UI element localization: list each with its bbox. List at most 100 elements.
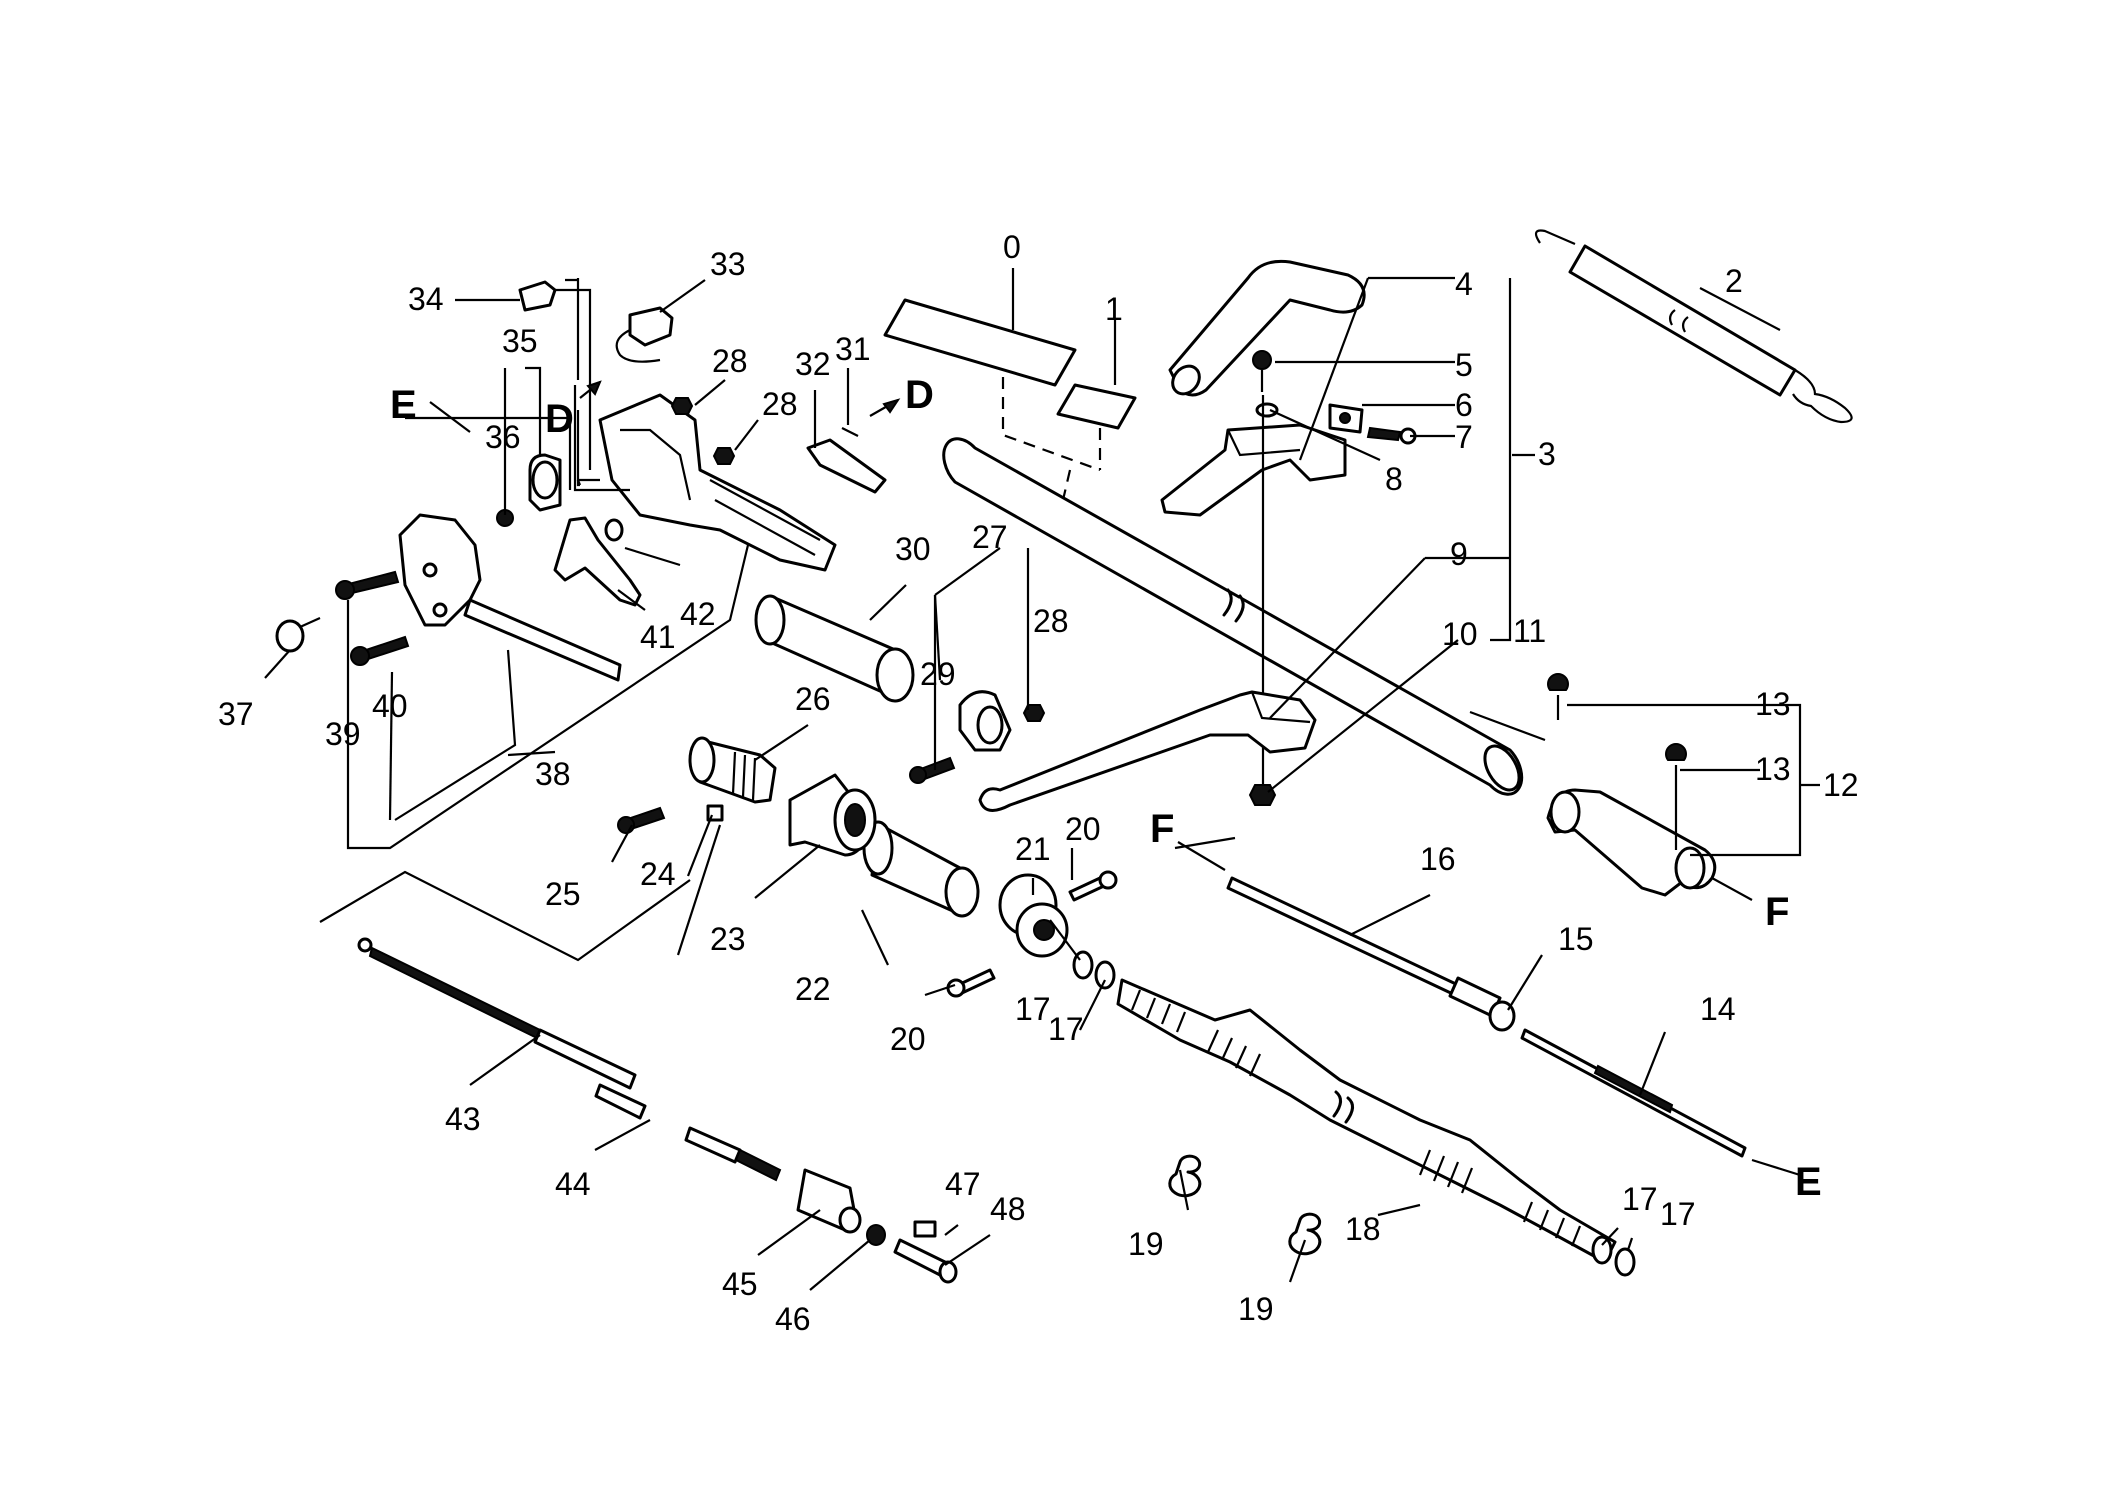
- part-47-clip: [913, 1220, 937, 1238]
- label-0: 0: [1003, 229, 1021, 265]
- label-36: 36: [485, 419, 521, 455]
- part-23-clamp: [788, 773, 877, 857]
- label-13a: 13: [1755, 686, 1791, 722]
- label-17a: 17: [1015, 991, 1051, 1027]
- part-39-screw: [335, 570, 400, 600]
- part-1-small-label: [1056, 383, 1137, 430]
- label-31: 31: [835, 331, 871, 367]
- label-41: 41: [640, 619, 676, 655]
- label-23: 23: [710, 921, 746, 957]
- label-38: 38: [535, 756, 571, 792]
- label-33: 33: [710, 246, 746, 282]
- part-6-clamp-plate: [1328, 403, 1364, 434]
- part-8-washer: [1255, 402, 1279, 418]
- label-14: 14: [1700, 991, 1736, 1027]
- handle-upper-bracket: [1160, 423, 1347, 517]
- label-48: 48: [990, 1191, 1026, 1227]
- part-38-housing-half: [398, 513, 622, 682]
- label-30: 30: [895, 531, 931, 567]
- label-20a: 20: [1065, 811, 1101, 847]
- part-36-clip: [528, 453, 562, 512]
- label-35: 35: [502, 323, 538, 359]
- label-42: 42: [680, 596, 716, 632]
- part-number-labels: 0 1 2 3 4 5 6 7 8 9 10 11 12 13 13 14 15…: [218, 229, 1859, 1337]
- part-48-pin: [893, 1238, 958, 1284]
- part-14-flex-shaft: [1520, 1028, 1747, 1158]
- part-7-bolt: [1366, 426, 1417, 445]
- part-28-nut-a: [670, 397, 694, 415]
- part-31-spring-pin: [841, 427, 859, 437]
- ref-E-left: E: [390, 383, 417, 427]
- part-29-bolt: [909, 756, 956, 784]
- part-40-screw: [350, 635, 410, 666]
- label-17d: 17: [1660, 1196, 1696, 1232]
- part-20-screw-b: [946, 968, 996, 998]
- label-17c: 17: [1622, 1181, 1658, 1217]
- part-26-threaded-sleeve: [688, 736, 777, 804]
- part-44-cable-outer: [594, 1083, 782, 1182]
- label-12: 12: [1823, 767, 1859, 803]
- label-11: 11: [1513, 613, 1546, 649]
- ref-F-top: F: [1150, 807, 1174, 851]
- label-44: 44: [555, 1166, 591, 1202]
- label-placement-dashes: [1001, 377, 1102, 501]
- part-46-nut: [866, 1224, 886, 1246]
- label-28a: 28: [712, 343, 748, 379]
- label-32: 32: [795, 346, 831, 382]
- part-18-boot-assembly: [1116, 978, 1617, 1264]
- label-45: 45: [722, 1266, 758, 1302]
- label-28c: 28: [1033, 603, 1069, 639]
- part-20-screw-a: [1068, 870, 1118, 902]
- ref-D-right: D: [905, 373, 934, 417]
- label-21: 21: [1015, 831, 1051, 867]
- label-3: 3: [1538, 436, 1556, 472]
- part-42-spring: [604, 518, 624, 542]
- part-37-cap: [275, 619, 305, 653]
- part-11-drive-tube: [942, 437, 1524, 796]
- ref-F-right: F: [1765, 890, 1789, 934]
- part-2-spring-assembly: [1534, 229, 1853, 424]
- throttle-housing: [598, 393, 837, 572]
- label-7: 7: [1455, 419, 1473, 455]
- label-16: 16: [1420, 841, 1456, 877]
- part-21-collar: [998, 873, 1069, 958]
- label-26: 26: [795, 681, 831, 717]
- label-5: 5: [1455, 347, 1473, 383]
- part-13-screw-b: [1665, 743, 1687, 850]
- label-47: 47: [945, 1166, 981, 1202]
- part-12-clamp-bracket: [1546, 788, 1717, 897]
- label-34: 34: [408, 281, 444, 317]
- label-6: 6: [1455, 387, 1473, 423]
- label-4: 4: [1455, 266, 1473, 302]
- label-1: 1: [1105, 291, 1123, 327]
- label-2: 2: [1725, 263, 1743, 299]
- label-13b: 13: [1755, 751, 1791, 787]
- leader-lines: [264, 268, 1820, 1291]
- part-34-connector: [518, 280, 557, 312]
- label-27: 27: [972, 519, 1008, 555]
- part-28-nut-b: [712, 447, 736, 465]
- ref-arrows: [579, 380, 1226, 871]
- part-30-sleeve: [754, 594, 915, 703]
- label-18: 18: [1345, 1211, 1381, 1247]
- part-45-cable-end: [796, 1168, 862, 1234]
- label-28b: 28: [762, 386, 798, 422]
- ref-E-right: E: [1795, 1160, 1822, 1204]
- label-22: 22: [795, 971, 831, 1007]
- label-10: 10: [1442, 616, 1478, 652]
- part-13-screw-a: [1547, 673, 1569, 720]
- label-25: 25: [545, 876, 581, 912]
- part-4-handle-grip: [1168, 259, 1366, 397]
- ref-D-left: D: [545, 397, 574, 441]
- label-8: 8: [1385, 461, 1403, 497]
- label-19b: 19: [1238, 1291, 1274, 1327]
- part-16-drive-shaft: [1226, 876, 1502, 1018]
- part-19-hose-clips: [1168, 1154, 1322, 1256]
- label-29: 29: [920, 656, 956, 692]
- label-15: 15: [1558, 921, 1594, 957]
- part-33-switch: [615, 306, 674, 363]
- part-25-bolt: [617, 806, 666, 834]
- part-32-cover: [806, 438, 887, 494]
- part-0-label-plate: [883, 298, 1077, 387]
